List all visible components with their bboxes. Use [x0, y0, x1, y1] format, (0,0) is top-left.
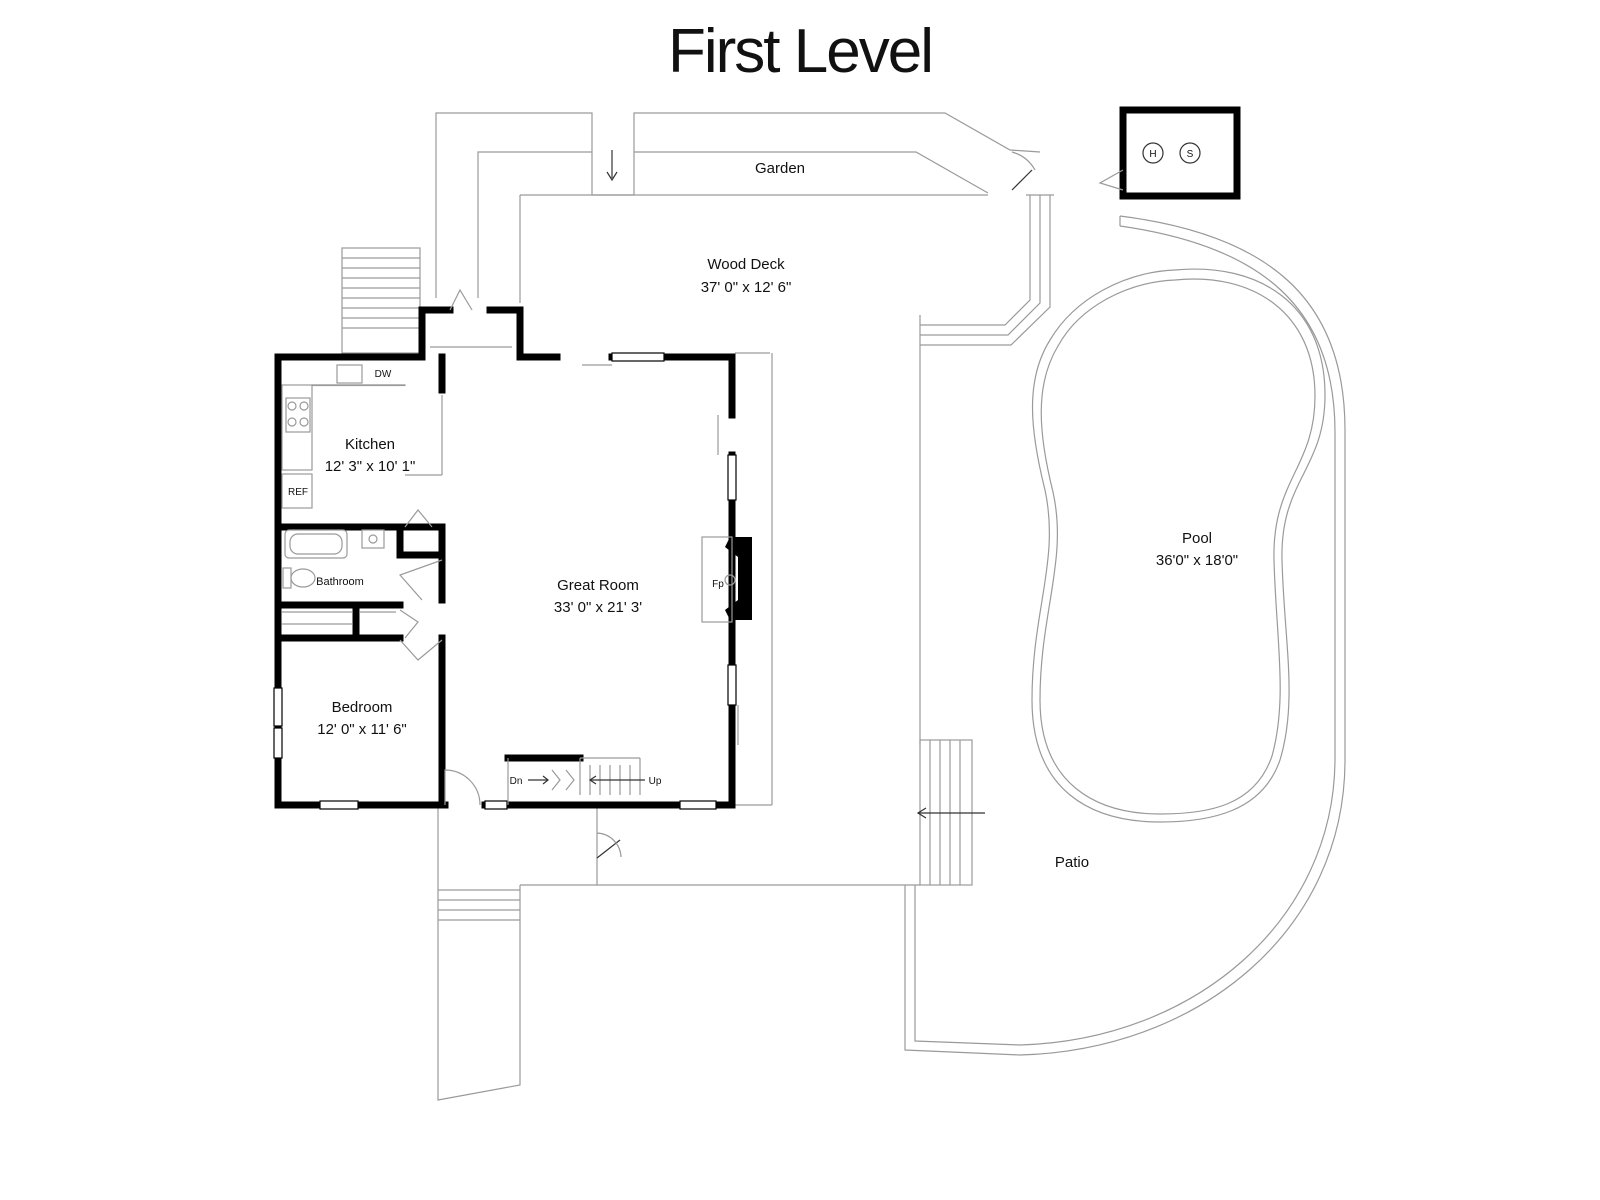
bathroom-label: Bathroom: [316, 576, 364, 588]
kitchen-label: Kitchen: [345, 436, 395, 453]
plan-title: First Level: [668, 17, 932, 86]
patio-label: Patio: [1055, 854, 1089, 871]
great-room-size: 33' 0" x 21' 3': [554, 599, 642, 616]
shed-h-label: H: [1149, 149, 1156, 160]
deck-stairs: [916, 739, 985, 886]
patio-outline: [904, 215, 1346, 1056]
great-room-label: Great Room: [557, 577, 639, 594]
wood-deck-outline: [596, 194, 1054, 886]
bedroom-size: 12' 0" x 11' 6": [317, 721, 407, 738]
doors: [398, 364, 739, 806]
side-stairs: [341, 247, 421, 354]
equipment-shed: H S: [1098, 106, 1241, 200]
dishwasher-label: DW: [375, 369, 392, 380]
kitchen-size: 12' 3" x 10' 1": [325, 458, 416, 475]
wood-deck-label: Wood Deck: [707, 256, 785, 273]
stairs-up-label: Up: [649, 776, 662, 787]
refrigerator-label: REF: [288, 487, 308, 498]
garden-label: Garden: [755, 160, 805, 177]
bathroom-fixtures: [282, 529, 396, 625]
wood-deck-size: 37' 0" x 12' 6": [701, 279, 792, 296]
shed-s-label: S: [1187, 149, 1194, 160]
pool-label: Pool: [1182, 530, 1212, 547]
kitchen-fixtures: DW REF: [281, 364, 406, 509]
fireplace-label: Fp: [712, 579, 724, 590]
stairs-down-label: Dn: [510, 776, 523, 787]
garden-area: [435, 112, 1041, 303]
lower-stairs: [437, 805, 597, 1101]
pool-outline: [1031, 268, 1326, 823]
windows: [273, 352, 737, 810]
interior-stairs: Dn Up: [504, 754, 662, 805]
pool-size: 36'0" x 18'0": [1156, 552, 1238, 569]
heater-symbol: [1142, 142, 1164, 164]
bedroom-label: Bedroom: [332, 699, 393, 716]
filter-symbol: [1179, 142, 1201, 164]
